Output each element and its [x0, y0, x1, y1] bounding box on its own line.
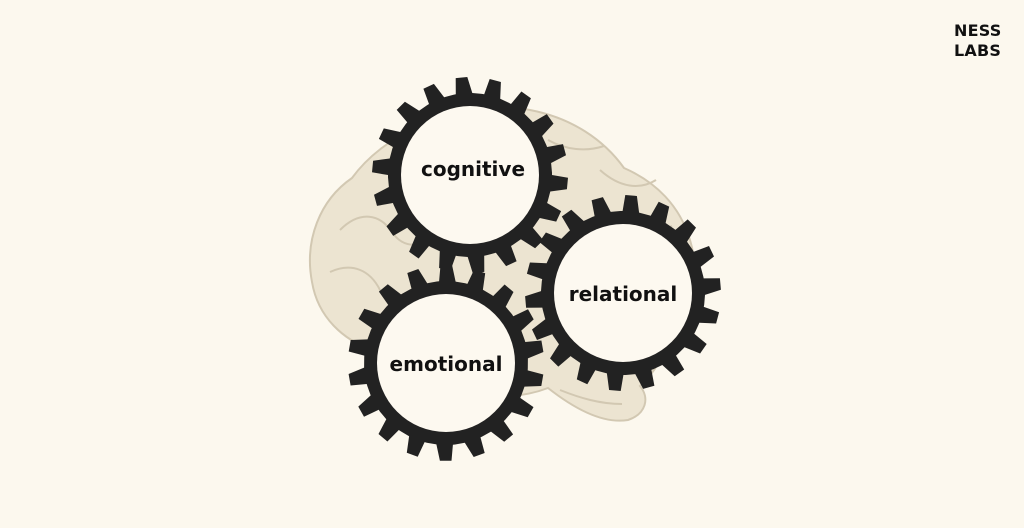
gear-relational-hub [554, 224, 692, 362]
logo-line-2: LABS [954, 41, 1002, 60]
gear-relational: relational [525, 195, 721, 391]
gear-relational-label: relational [569, 282, 678, 306]
ness-labs-logo: NESS LABS [954, 21, 1014, 61]
brain-fold [547, 139, 605, 151]
brain-fold [599, 169, 657, 187]
gear-emotional-hub [377, 294, 515, 432]
gear-cognitive: cognitive [372, 77, 568, 273]
gear-emotional: emotional [348, 265, 544, 461]
gear-cognitive-label: cognitive [421, 157, 525, 181]
logo-line-1: NESS [954, 21, 1002, 40]
brain-fold [559, 389, 623, 405]
gear-emotional-label: emotional [390, 352, 503, 376]
gear-cognitive-hub [401, 106, 539, 244]
